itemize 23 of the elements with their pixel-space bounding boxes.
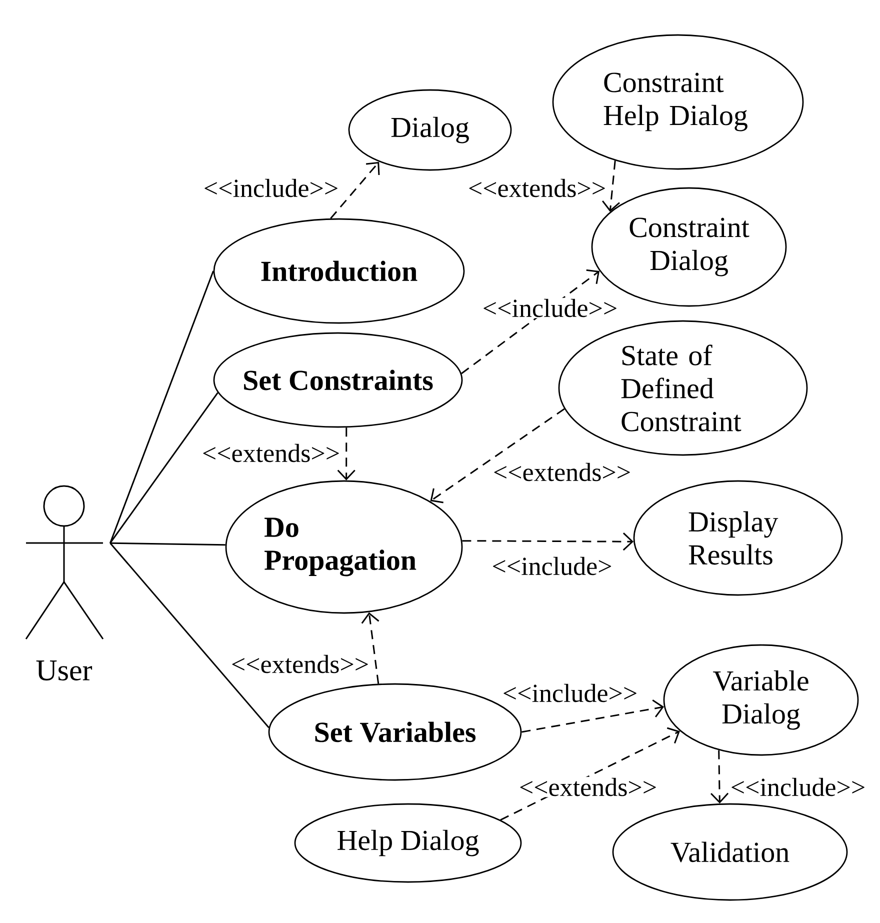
edge-label: <<extends>> bbox=[230, 654, 370, 674]
dashed-arrow bbox=[337, 428, 356, 480]
actor-figure: User bbox=[25, 485, 104, 680]
edge-label: <<include> bbox=[490, 556, 614, 576]
dashed-arrow bbox=[522, 700, 664, 733]
dashed-arrow bbox=[361, 612, 380, 684]
dashed-arrow bbox=[710, 750, 729, 804]
dashed-arrow bbox=[430, 408, 565, 504]
line bbox=[110, 542, 270, 728]
line bbox=[110, 392, 218, 544]
line bbox=[110, 542, 226, 546]
line bbox=[110, 270, 214, 544]
edge-label: <<include>> bbox=[481, 298, 619, 318]
dashed-arrow bbox=[330, 162, 380, 219]
edge-label: <<extends>> bbox=[200, 442, 342, 464]
dashed-arrow bbox=[602, 160, 620, 212]
edge-label: <<include>> bbox=[729, 776, 867, 798]
edge-label: <<include>> bbox=[202, 178, 340, 198]
node-label: User bbox=[36, 660, 92, 681]
dashed-arrow bbox=[462, 532, 634, 551]
edge-label: <<extends>> bbox=[492, 462, 632, 482]
edge-label: <<extends>> bbox=[518, 776, 658, 798]
dashed-arrow bbox=[461, 269, 600, 374]
